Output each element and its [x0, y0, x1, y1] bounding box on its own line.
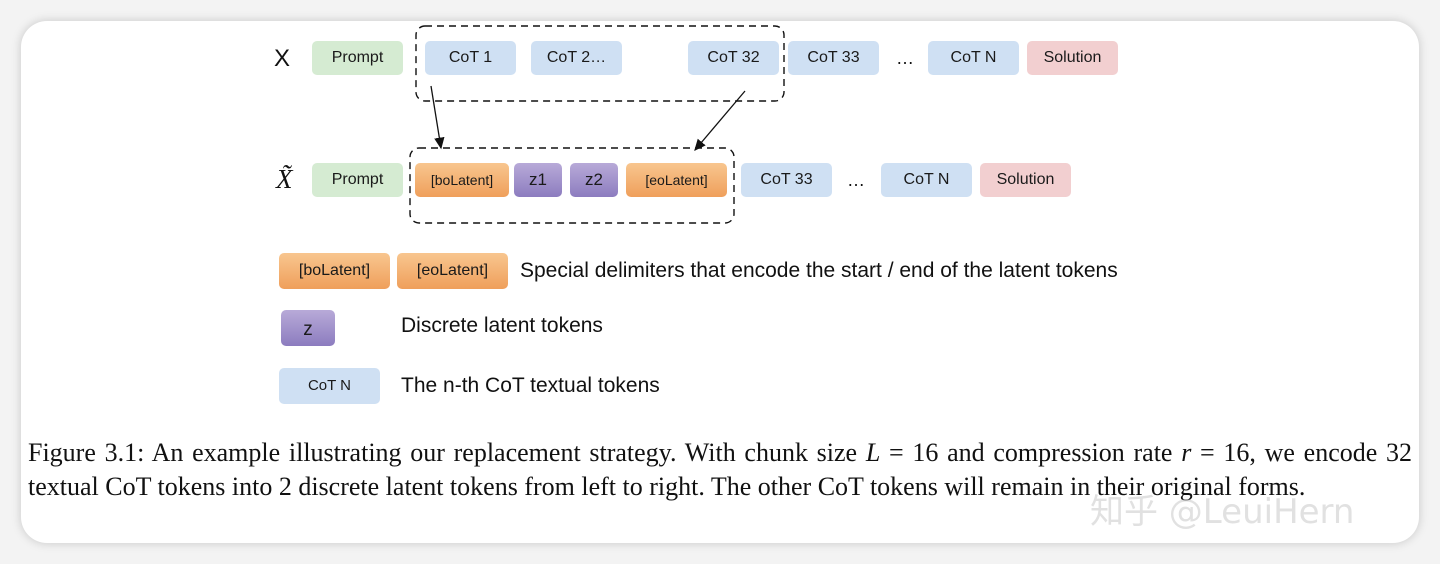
legend-cot-text: The n-th CoT textual tokens [401, 374, 660, 397]
token-solution: Solution [1027, 41, 1118, 75]
latent-chunk-box [409, 147, 735, 224]
token-cot-1: CoT 1 [425, 41, 516, 75]
token-eolatent: [eoLatent] [626, 163, 727, 197]
row-x-label: X [274, 45, 291, 72]
legend-cot-n: CoT N [279, 368, 380, 404]
figure-card [21, 21, 1419, 543]
legend-eolatent: [eoLatent] [397, 253, 508, 289]
token-prompt: Prompt [312, 163, 403, 197]
arrow-right [694, 90, 746, 151]
legend-latent-text: Discrete latent tokens [401, 314, 603, 337]
legend-bolatent: [boLatent] [279, 253, 390, 289]
ellipsis: … [896, 48, 914, 68]
ellipsis: … [847, 170, 865, 190]
token-cot-n: CoT N [928, 41, 1019, 75]
watermark: 知乎 @LeuiHern [1090, 492, 1355, 532]
figure-caption: Figure 3.1: An example illustrating our … [28, 438, 1412, 501]
token-cot-n: CoT N [881, 163, 972, 197]
legend-z: z [281, 310, 335, 346]
token-cot-33: CoT 33 [741, 163, 832, 197]
legend-delimiter-text: Special delimiters that encode the start… [520, 259, 1118, 282]
token-bolatent: [boLatent] [415, 163, 509, 197]
token-cot-33: CoT 33 [788, 41, 879, 75]
arrow-left [430, 85, 445, 150]
token-cot-2: CoT 2… [531, 41, 622, 75]
token-prompt: Prompt [312, 41, 403, 75]
replaced-chunk-box [415, 25, 785, 102]
row-xt-label: X̃ [276, 164, 293, 194]
token-z1: z1 [514, 163, 562, 197]
token-cot-32: CoT 32 [688, 41, 779, 75]
token-z2: z2 [570, 163, 618, 197]
token-solution: Solution [980, 163, 1071, 197]
